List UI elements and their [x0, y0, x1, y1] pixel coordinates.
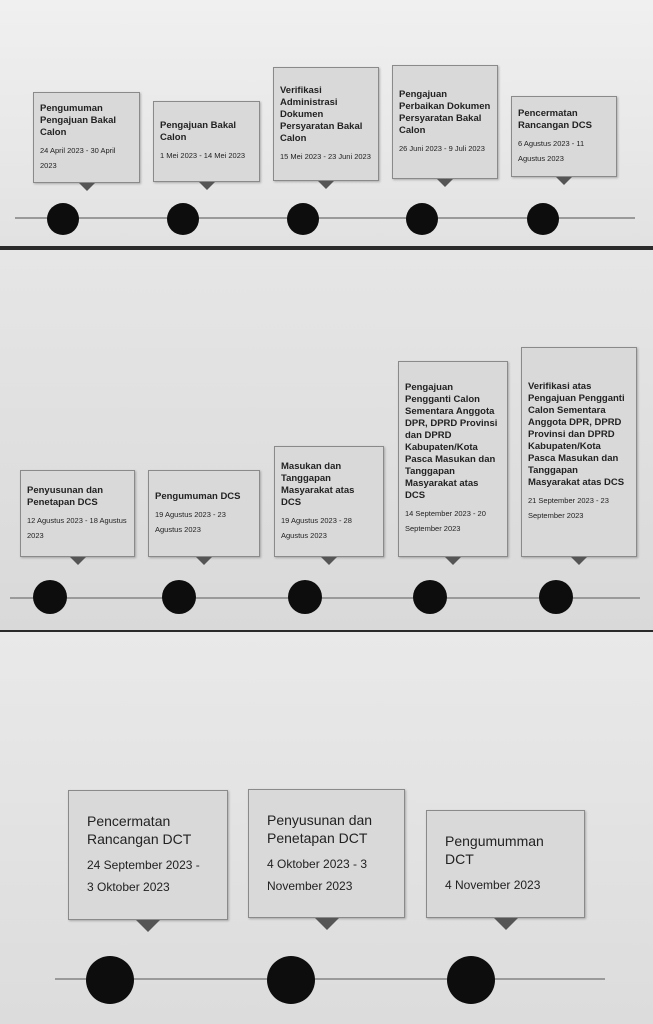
- pointer-arrow-icon: [321, 557, 337, 565]
- event-title: Verifikasi atas Pengajuan Pengganti Calo…: [528, 381, 625, 488]
- timeline-dot: [288, 580, 322, 614]
- timeline-dot: [527, 203, 559, 235]
- event-date: 6 Agustus 2023 - 11 Agustus 2023: [518, 138, 585, 163]
- event-date: 26 Juni 2023 - 9 Juli 2023: [399, 143, 485, 153]
- pointer-arrow-icon: [78, 183, 95, 191]
- event-date: 14 September 2023 - 20 September 2023: [405, 509, 486, 533]
- event-date: 12 Agustus 2023 - 18 Agustus 2023: [27, 515, 127, 540]
- pointer-arrow-icon: [314, 918, 339, 930]
- event-date: 15 Mei 2023 - 23 Juni 2023: [280, 151, 371, 161]
- timeline-dot: [447, 956, 495, 1004]
- pointer-arrow-icon: [69, 557, 86, 565]
- event-title: Masukan dan Tanggapan Masyarakat atas DC…: [281, 460, 355, 508]
- pointer-arrow-icon: [198, 182, 215, 190]
- event-card: Pengajuan Bakal Calon 1 Mei 2023 - 14 Mei…: [153, 101, 260, 182]
- event-date: 1 Mei 2023 - 14 Mei 2023: [160, 151, 246, 160]
- event-date: 24 September 2023 - 3 Oktober 2023: [87, 858, 200, 894]
- timeline-dot: [287, 203, 319, 235]
- event-card: Pencermatan Rancangan DCT 24 September 20…: [68, 790, 228, 920]
- pointer-arrow-icon: [571, 557, 587, 565]
- event-card: Pengumumman DCT 4 November 2023: [426, 810, 585, 918]
- timeline-line: [55, 978, 605, 980]
- event-card: Pengumuman DCS 19 Agustus 2023 - 23 Agust…: [148, 470, 260, 557]
- pointer-arrow-icon: [556, 177, 572, 185]
- event-title: Pengajuan Perbaikan Dokumen Persyaratan …: [399, 88, 491, 136]
- event-title: Pencermatan Rancangan DCS: [518, 107, 592, 131]
- event-date: 4 Oktober 2023 - 3 November 2023: [267, 856, 368, 893]
- event-date: 19 Agustus 2023 - 28 Agustus 2023: [281, 515, 352, 540]
- event-title: Pengumumman DCT: [445, 833, 544, 867]
- event-card: Pengajuan Pengganti Calon Sementara Angg…: [398, 361, 508, 557]
- event-card: Pencermatan Rancangan DCS 6 Agustus 2023 …: [511, 96, 617, 177]
- event-date: 24 April 2023 - 30 April 2023: [40, 145, 116, 170]
- event-card: Verifikasi Administrasi Dokumen Persyara…: [273, 67, 379, 181]
- event-title: Pencermatan Rancangan DCT: [87, 813, 192, 847]
- timeline-dot: [406, 203, 438, 235]
- event-card: Pengajuan Perbaikan Dokumen Persyaratan …: [392, 65, 498, 179]
- event-title: Pengumuman Pengajuan Bakal Calon: [40, 102, 117, 138]
- event-date: 19 Agustus 2023 - 23 Agustus 2023: [155, 509, 226, 534]
- event-card: Pengumuman Pengajuan Bakal Calon 24 April…: [33, 92, 140, 183]
- timeline-dot: [167, 203, 199, 235]
- timeline-line: [10, 597, 640, 599]
- event-title: Penyusunan dan Penetapan DCS: [27, 484, 104, 508]
- timeline-dot: [47, 203, 79, 235]
- timeline-dot: [267, 956, 315, 1004]
- event-title: Pengajuan Pengganti Calon Sementara Angg…: [405, 382, 498, 501]
- event-card: Penyusunan dan Penetapan DCS 12 Agustus 2…: [20, 470, 135, 557]
- pointer-arrow-icon: [136, 920, 160, 932]
- timeline-dot: [33, 580, 67, 614]
- event-card: Penyusunan dan Penetapan DCT 4 Oktober 20…: [248, 789, 405, 918]
- pointer-arrow-icon: [196, 557, 212, 565]
- timeline-dot: [413, 580, 447, 614]
- event-title: Verifikasi Administrasi Dokumen Persyara…: [280, 84, 363, 144]
- event-title: Pengajuan Bakal Calon: [160, 120, 237, 143]
- event-card: Verifikasi atas Pengajuan Pengganti Calo…: [521, 347, 637, 557]
- pointer-arrow-icon: [318, 181, 334, 189]
- timeline-line: [15, 217, 635, 219]
- pointer-arrow-icon: [493, 918, 518, 930]
- event-title: Penyusunan dan Penetapan DCT: [267, 811, 373, 846]
- pointer-arrow-icon: [437, 179, 453, 187]
- timeline-dot: [539, 580, 573, 614]
- pointer-arrow-icon: [445, 557, 461, 565]
- event-date: 4 November 2023: [445, 878, 541, 892]
- timeline-dot: [86, 956, 134, 1004]
- event-card: Masukan dan Tanggapan Masyarakat atas DC…: [274, 446, 384, 557]
- event-title: Pengumuman DCS: [155, 490, 241, 502]
- timeline-dot: [162, 580, 196, 614]
- event-date: 21 September 2023 - 23 September 2023: [528, 496, 609, 520]
